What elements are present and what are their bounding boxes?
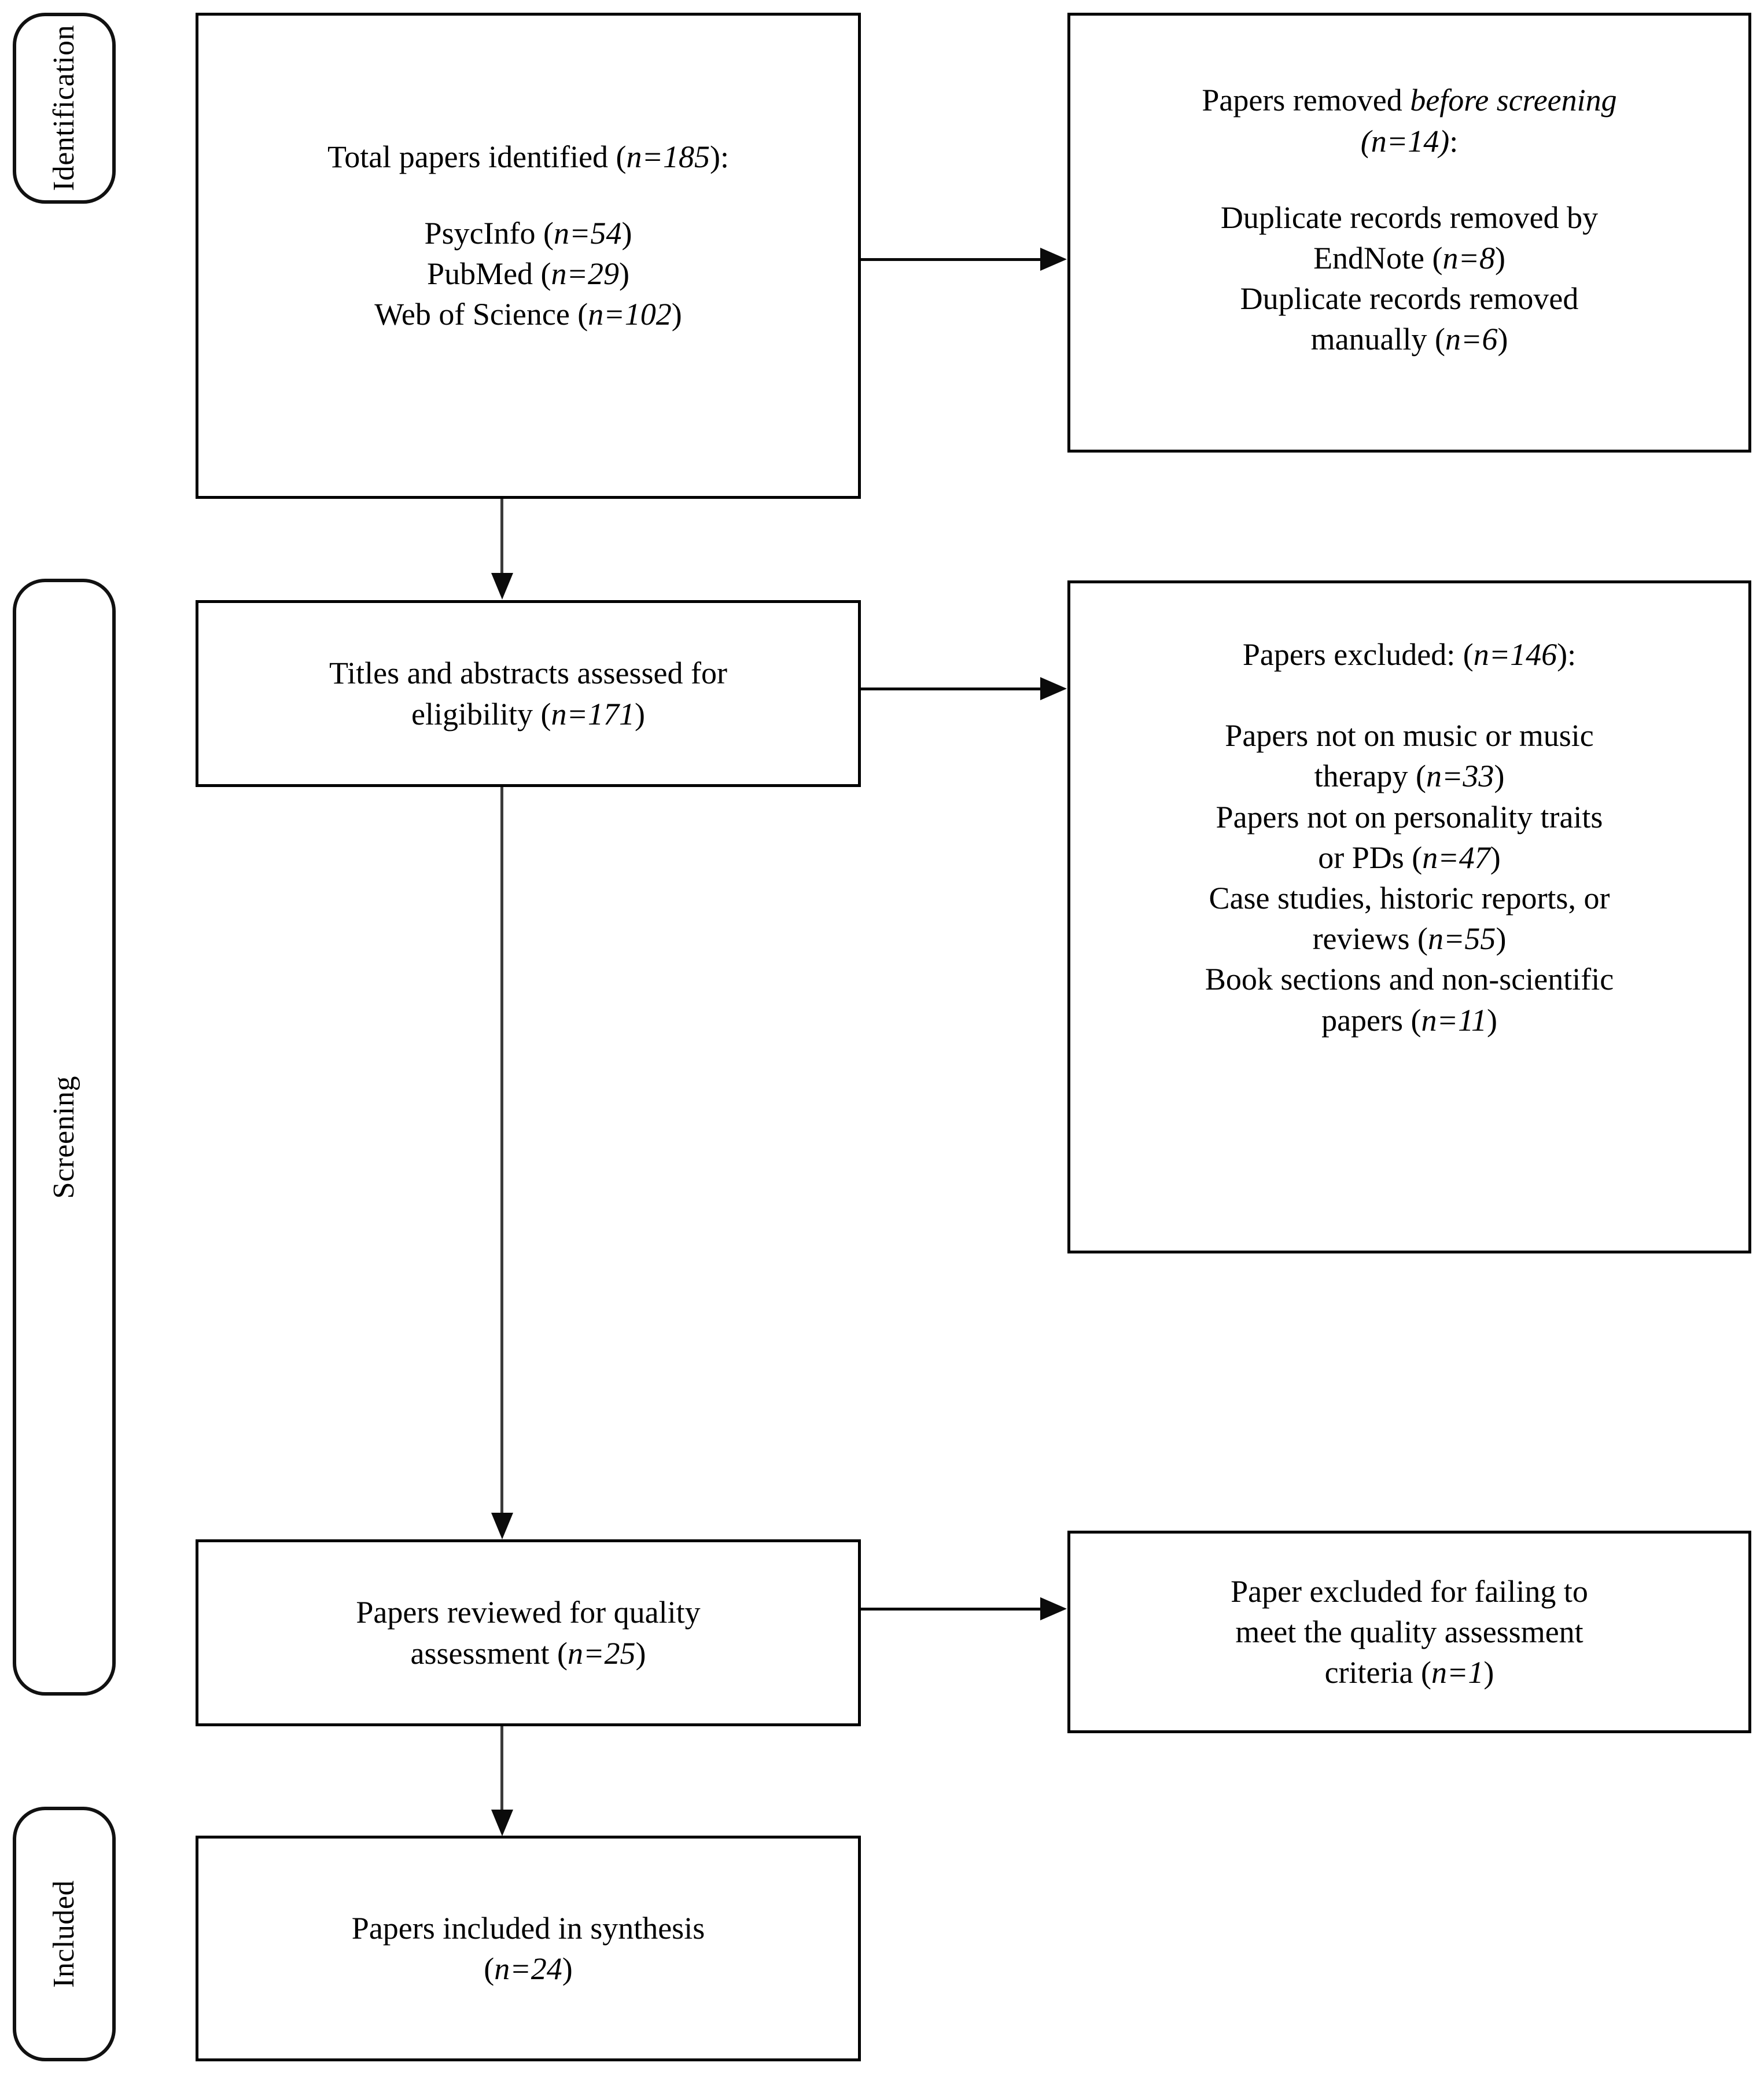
box-papers-excluded-screening: Papers excluded: (n=146): Papers not on … — [1067, 580, 1751, 1253]
removed-heading-line1: Papers removed before screening — [1202, 83, 1617, 118]
removed-reason-endnote-line2: EndNote (n=8) — [1313, 241, 1505, 275]
box-removed-before-screening: Papers removed before screening (n=14): … — [1067, 13, 1751, 453]
stage-label-included: Included — [47, 1880, 80, 1988]
titles-line1: Titles and abstracts assessed for — [329, 656, 727, 691]
excluded-reason-booksections-line2: papers (n=11) — [1321, 1002, 1497, 1038]
excluded-reason-personality-line2: or PDs (n=47) — [1318, 840, 1501, 875]
removed-reason-manual-line2: manually (n=6) — [1310, 322, 1508, 357]
connector-quality-to-included — [500, 1726, 503, 1812]
removed-reason-endnote-line1: Duplicate records removed by — [1220, 200, 1599, 235]
box-titles-abstracts-assessed: Titles and abstracts assessed for eligib… — [196, 600, 861, 787]
box-papers-identified: Total papers identified (n=185): PsycInf… — [196, 13, 861, 499]
identified-heading: Total papers identified (n=185): — [327, 139, 729, 174]
included-line1: Papers included in synthesis — [351, 1910, 705, 1946]
removed-heading-line2: (n=14): — [1360, 123, 1459, 159]
quality-review-line1: Papers reviewed for quality — [356, 1595, 701, 1630]
arrow-identified-to-removed — [1040, 248, 1067, 271]
connector-titles-to-excluded — [861, 687, 1052, 690]
excluded-reason-music-line2: therapy (n=33) — [1314, 759, 1505, 794]
arrow-identified-to-titles — [491, 573, 513, 600]
stage-band-identification: Identification — [13, 13, 116, 204]
stage-label-identification: Identification — [47, 25, 80, 192]
identified-source-wos: Web of Science (n=102) — [374, 297, 682, 332]
box-papers-included-synthesis: Papers included in synthesis (n=24) — [196, 1836, 861, 2061]
excluded-heading: Papers excluded: (n=146): — [1242, 637, 1577, 672]
box-paper-excluded-quality: Paper excluded for failing to meet the q… — [1067, 1531, 1751, 1733]
quality-excluded-line3: criteria (n=1) — [1324, 1655, 1494, 1690]
excluded-reason-casestudies-line2: reviews (n=55) — [1312, 921, 1507, 957]
connector-titles-to-quality — [500, 787, 503, 1515]
removed-reason-manual-line1: Duplicate records removed — [1240, 281, 1579, 317]
excluded-reason-casestudies-line1: Case studies, historic reports, or — [1209, 880, 1610, 916]
stage-band-screening: Screening — [13, 579, 116, 1696]
arrow-quality-to-excluded — [1040, 1597, 1067, 1620]
connector-identified-to-removed — [861, 258, 1052, 261]
identified-source-psycinfo: PsycInfo (n=54) — [424, 215, 632, 251]
identified-heading-n: n=185 — [626, 139, 710, 174]
excluded-reason-music-line1: Papers not on music or music — [1225, 718, 1594, 753]
included-line2: (n=24) — [484, 1951, 573, 1986]
excluded-reason-personality-line1: Papers not on personality traits — [1216, 799, 1603, 834]
quality-review-line2: assessment (n=25) — [410, 1635, 646, 1671]
arrow-titles-to-excluded — [1040, 677, 1067, 700]
quality-excluded-line1: Paper excluded for failing to — [1231, 1573, 1588, 1609]
connector-identified-to-titles — [500, 499, 503, 575]
identified-source-pubmed: PubMed (n=29) — [427, 256, 629, 291]
arrow-titles-to-quality — [491, 1513, 513, 1539]
stage-label-screening: Screening — [47, 1075, 80, 1199]
arrow-quality-to-included — [491, 1810, 513, 1836]
quality-excluded-line2: meet the quality assessment — [1235, 1614, 1583, 1649]
connector-quality-to-excluded — [861, 1608, 1052, 1611]
excluded-reason-booksections-line1: Book sections and non-scientific — [1205, 962, 1614, 997]
box-quality-assessment-review: Papers reviewed for quality assessment (… — [196, 1539, 861, 1726]
titles-line2: eligibility (n=171) — [411, 696, 645, 731]
stage-band-included: Included — [13, 1807, 116, 2061]
